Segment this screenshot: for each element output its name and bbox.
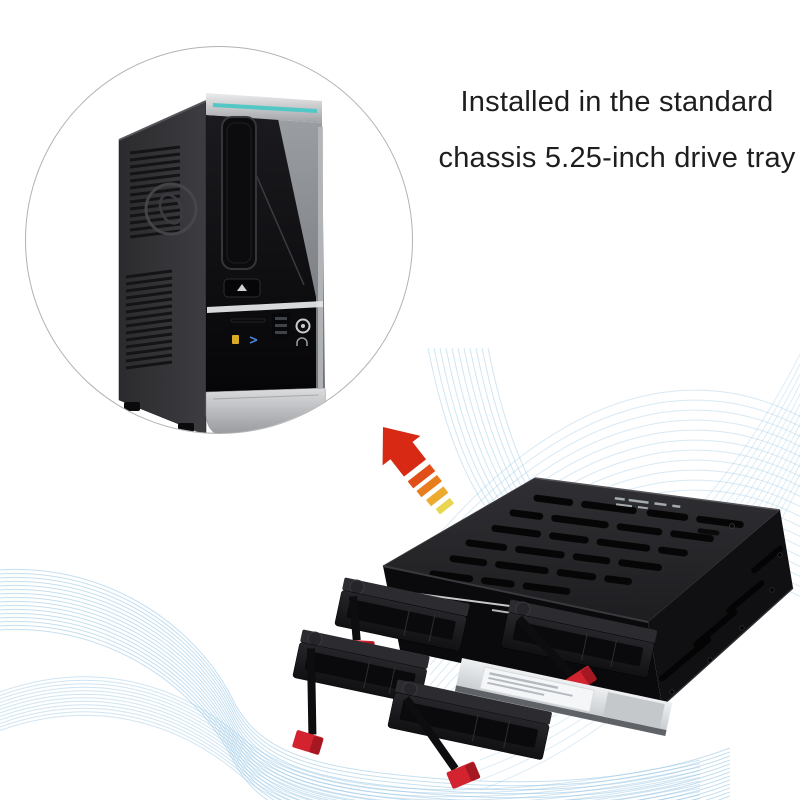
hp-tower-illustration xyxy=(118,93,328,433)
card-reader-slot-2 xyxy=(229,326,269,330)
side-mount-slots xyxy=(659,545,784,682)
upgrade-arrow xyxy=(382,427,455,515)
hdd-label-print xyxy=(487,672,573,697)
wave-bundle-left-top xyxy=(0,568,731,800)
card-reader-slot xyxy=(230,318,266,323)
usb-ports xyxy=(272,313,290,339)
rack-front-lip xyxy=(382,565,649,623)
sd-card-icon xyxy=(232,335,239,344)
front-right-silver-rim xyxy=(318,127,323,392)
hard-drive xyxy=(454,658,673,736)
caption: Installed in the standard chassis 5.25-i… xyxy=(432,74,800,186)
drive-tray-3 xyxy=(292,629,430,755)
base-inner-line xyxy=(212,394,320,400)
caption-line-1: Installed in the standard xyxy=(460,86,774,118)
rack-right-bottom-edge xyxy=(661,587,794,707)
optical-drive-door-inner xyxy=(226,122,252,264)
power-button-icon xyxy=(295,318,311,334)
vent-row xyxy=(429,494,744,595)
tower-side-panel xyxy=(118,100,207,433)
caption-line-2: chassis 5.25-inch drive tray xyxy=(438,142,796,174)
arrow-stripe-2 xyxy=(416,474,442,498)
headphone-jack-icon xyxy=(296,337,308,346)
tray-lever-4 xyxy=(402,696,481,789)
rack-back-edge xyxy=(534,477,781,511)
arrow-stripe-4 xyxy=(435,497,455,515)
wave-bundle-left-fold xyxy=(0,676,701,800)
drive-tray-4 xyxy=(387,679,552,789)
eject-icon xyxy=(237,284,247,291)
wireless-icon xyxy=(249,336,258,344)
side-screw-holes xyxy=(669,552,783,695)
rack-left-edge xyxy=(382,477,536,567)
arrow-head xyxy=(382,427,427,477)
tower-side-top-edge xyxy=(118,100,207,141)
computer-tower-inset-circle xyxy=(25,46,413,434)
optical-drive-door xyxy=(221,116,257,270)
drive-rack-illustration xyxy=(292,477,794,789)
teal-accent-strip xyxy=(213,103,317,113)
side-vent-grille-lower xyxy=(125,269,173,370)
arrow-stripe-1 xyxy=(407,464,436,489)
hp-logo-icon xyxy=(144,182,198,236)
front-silver-divider xyxy=(207,301,323,313)
tray-lever-3 xyxy=(292,648,324,755)
drive-tray-2 xyxy=(500,599,658,694)
model-print-text xyxy=(614,497,681,510)
top-screw-hole xyxy=(729,523,735,529)
tower-foot-rear xyxy=(124,402,140,411)
arrow-stripe-3 xyxy=(426,486,449,507)
